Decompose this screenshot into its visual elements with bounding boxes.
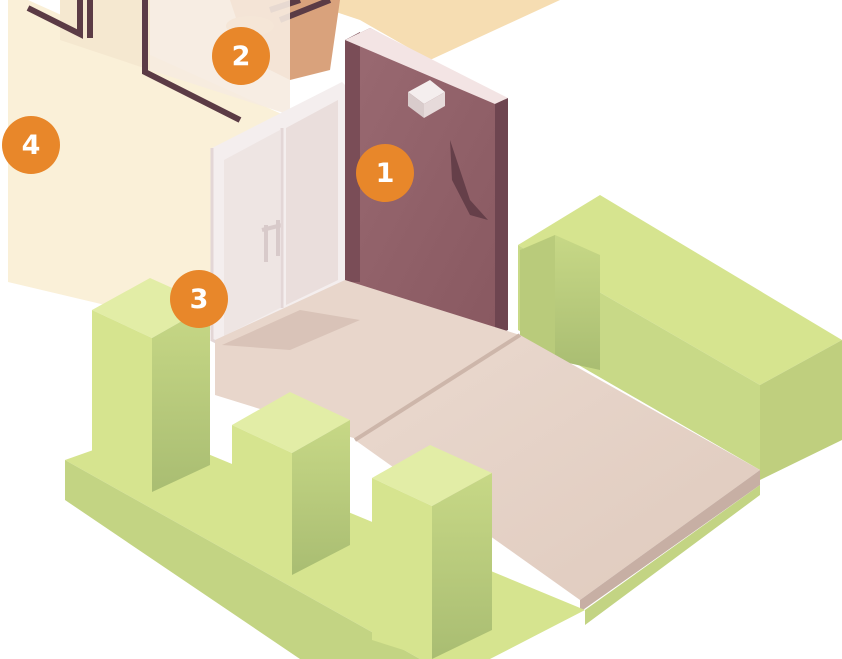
brown-wall-edge — [345, 32, 360, 282]
callout-marker-4: 4 — [2, 116, 60, 174]
door-glass-right — [286, 100, 338, 305]
hedge-post-back-face — [555, 235, 600, 370]
callout-marker-1: 1 — [356, 144, 414, 202]
callout-marker-2: 2 — [212, 27, 270, 85]
brown-wall-side — [495, 98, 508, 336]
hedge-block-3-front — [372, 478, 432, 659]
door-glass-left — [224, 130, 280, 336]
callout-marker-3: 3 — [170, 270, 228, 328]
hedge-block-1-front — [92, 310, 152, 492]
